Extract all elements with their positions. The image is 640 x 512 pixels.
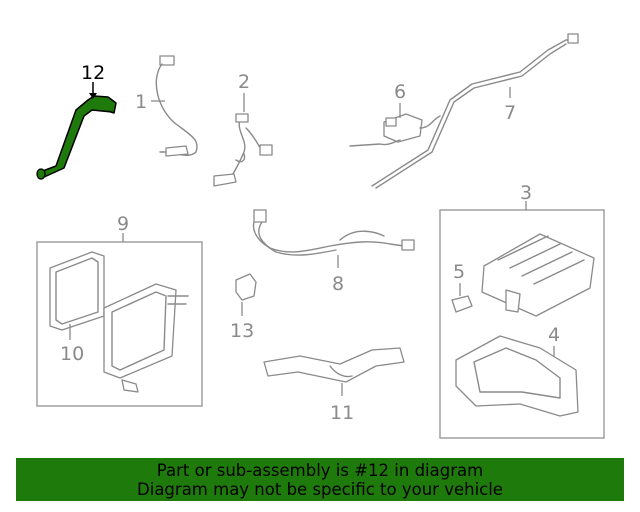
part-6-purge-valve[interactable] (349, 113, 441, 147)
exploded-parts-diagram: 12 1 2 6 7 8 (36, 33, 605, 439)
part-5-valve[interactable] (451, 295, 473, 313)
part-4-bracket[interactable] (455, 335, 579, 417)
part-13-sensor[interactable] (235, 273, 257, 301)
callout-13[interactable]: 13 (230, 320, 254, 342)
banner-line-1: Part or sub-assembly is #12 in diagram (156, 461, 484, 480)
leader-12-arrowhead (89, 93, 97, 99)
part-1-oxygen-sensor[interactable] (155, 55, 198, 157)
part-3-vapor-canister[interactable] (481, 233, 595, 317)
callout-5[interactable]: 5 (453, 261, 465, 283)
callout-10[interactable]: 10 (60, 343, 84, 365)
callout-12[interactable]: 12 (81, 62, 105, 84)
part-2-oxygen-sensor[interactable] (213, 113, 273, 187)
part-11-hose[interactable] (263, 347, 405, 383)
callout-2[interactable]: 2 (238, 71, 250, 93)
callout-3[interactable]: 3 (520, 182, 532, 204)
part-8-wiring-harness[interactable] (252, 209, 415, 256)
part-7-vapor-line[interactable] (371, 33, 579, 189)
callout-6[interactable]: 6 (394, 81, 406, 103)
banner-line-2: Diagram may not be specific to your vehi… (137, 480, 503, 499)
part-12-vent-tube[interactable] (36, 95, 117, 180)
callout-7[interactable]: 7 (504, 102, 516, 124)
callout-8[interactable]: 8 (332, 273, 344, 295)
group-box-3 (439, 209, 605, 439)
callout-4[interactable]: 4 (548, 324, 560, 346)
callout-1[interactable]: 1 (135, 91, 147, 113)
callout-11[interactable]: 11 (330, 402, 354, 424)
callout-9[interactable]: 9 (117, 213, 129, 235)
part-10-cover[interactable] (49, 251, 105, 331)
group-box-9 (36, 241, 203, 407)
part-9-control-module[interactable] (103, 283, 189, 393)
notice-banner: Part or sub-assembly is #12 in diagram D… (16, 458, 624, 501)
